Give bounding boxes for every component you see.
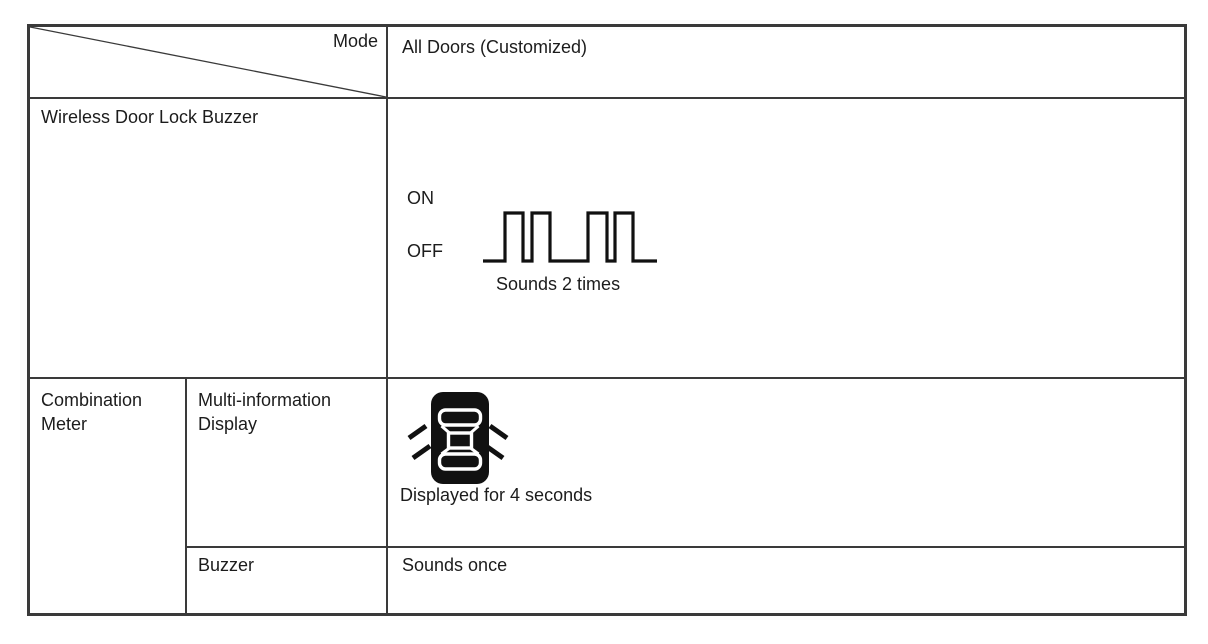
waveform-on-label: ON: [407, 188, 434, 208]
customization-settings-table: Mode All Doors (Customized) Wireless Doo…: [27, 24, 1187, 616]
buzzer-waveform-icon: [483, 211, 657, 263]
buzzer-value-cell: Sounds once: [388, 548, 1184, 613]
waveform-off-label: OFF: [407, 241, 443, 261]
multi-information-display-label: Multi-information Display: [198, 390, 332, 435]
diagonal-divider-line: [30, 27, 386, 97]
mode-value-text: All Doors (Customized): [402, 37, 588, 57]
buzzer-label: Buzzer: [198, 555, 255, 575]
multi-information-display-value: Displayed for 4 seconds: [400, 485, 593, 505]
multi-information-display-value-cell: Displayed for 4 seconds: [388, 379, 1184, 548]
buzzer-waveform-cell: ON OFF Sounds 2 times: [388, 99, 1184, 379]
waveform-caption: Sounds 2 times: [496, 274, 621, 294]
combination-meter-cell: Combination Meter: [30, 379, 187, 613]
car-unlock-indicator-icon: [407, 392, 509, 484]
mode-header-label: Mode: [330, 31, 380, 52]
diagonal-header-cell: Mode: [30, 27, 388, 99]
wireless-door-lock-buzzer-cell: Wireless Door Lock Buzzer: [30, 99, 388, 379]
wireless-door-lock-buzzer-label: Wireless Door Lock Buzzer: [41, 107, 259, 127]
combination-meter-label: Combination Meter: [41, 390, 143, 435]
mode-value-cell: All Doors (Customized): [388, 27, 1184, 99]
buzzer-value: Sounds once: [402, 555, 508, 575]
buzzer-label-cell: Buzzer: [187, 548, 388, 613]
multi-information-display-cell: Multi-information Display: [187, 379, 388, 548]
